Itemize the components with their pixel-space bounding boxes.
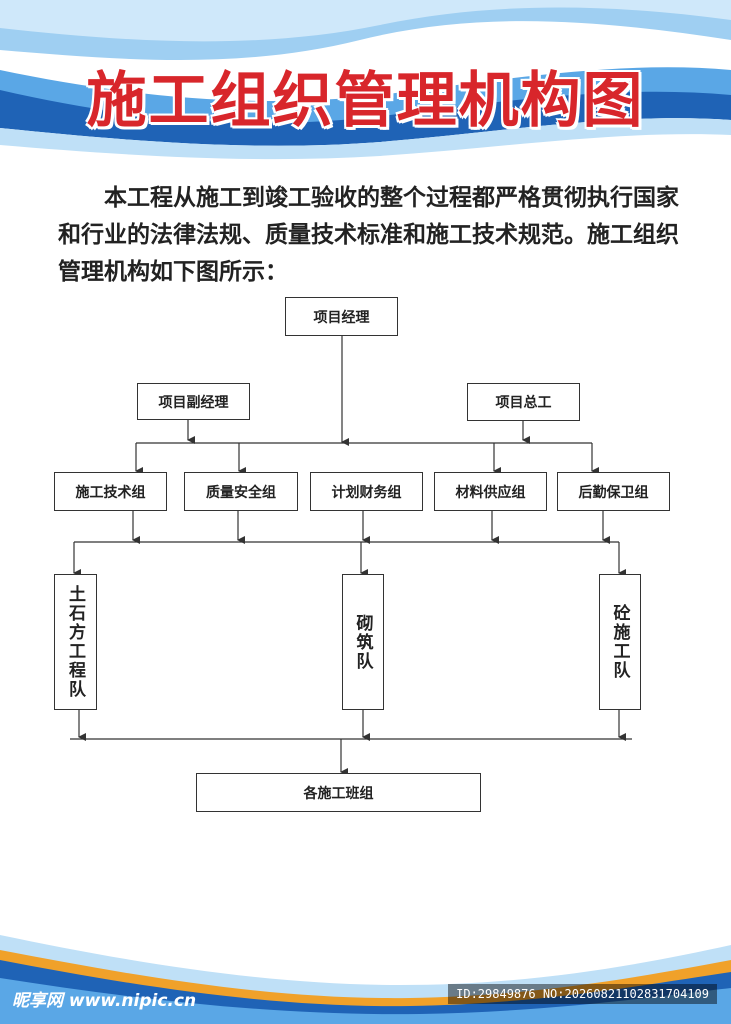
- node-group-technical: 施工技术组: [54, 472, 167, 511]
- node-deputy-manager: 项目副经理: [137, 383, 250, 420]
- watermark-site: 昵享网 www.nipic.cn: [12, 991, 197, 1011]
- node-team-earthwork: 土石方工程队: [54, 574, 97, 710]
- node-group-logistics-security: 后勤保卫组: [557, 472, 670, 511]
- watermark-id: ID:29849876 NO:20260821102831704109: [448, 984, 717, 1004]
- node-group-planning-finance: 计划财务组: [310, 472, 423, 511]
- node-group-materials: 材料供应组: [434, 472, 547, 511]
- node-group-quality-safety: 质量安全组: [184, 472, 298, 511]
- intro-paragraph: 本工程从施工到竣工验收的整个过程都严格贯彻执行国家和行业的法律法规、质量技术标准…: [58, 185, 679, 285]
- node-team-masonry: 砌筑队: [342, 574, 384, 710]
- node-team-concrete: 砼施工队: [599, 574, 641, 710]
- node-chief-engineer: 项目总工: [467, 383, 580, 421]
- node-project-manager: 项目经理: [285, 297, 398, 336]
- page-title: 施工组织管理机构图: [86, 66, 645, 136]
- node-work-crews: 各施工班组: [196, 773, 481, 812]
